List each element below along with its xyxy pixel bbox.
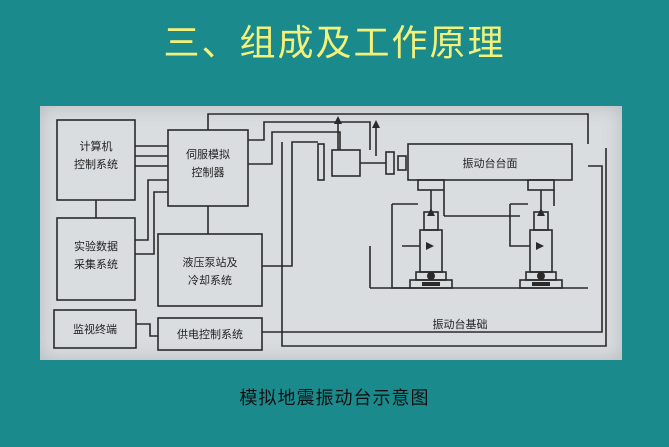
daq-label-1: 实验数据 xyxy=(74,239,118,253)
servo-label-1: 伺服模拟 xyxy=(186,147,230,161)
pump-label-1: 液压泵站及 xyxy=(183,255,238,269)
power-box xyxy=(157,317,263,351)
diagram-caption: 模拟地震振动台示意图 xyxy=(239,388,430,409)
slide-title: 三、组成及工作原理 xyxy=(163,23,506,64)
pump-label-2: 冷却系统 xyxy=(188,274,232,287)
table-top-platform xyxy=(407,143,573,181)
servo-label-2: 控制器 xyxy=(192,165,225,179)
foundation-label: 振动台基础 xyxy=(433,317,488,331)
diagram-svg: 计算机 控制系统 伺服模拟 控制器 实验数据 采集系统 液压泵站及 冷却系统 监… xyxy=(53,113,607,351)
shake-table-diagram: 计算机 控制系统 伺服模拟 控制器 实验数据 采集系统 液压泵站及 冷却系统 监… xyxy=(40,106,622,360)
daq-label-2: 采集系统 xyxy=(74,257,118,271)
computer-label-2: 控制系统 xyxy=(74,157,118,171)
pump-box xyxy=(157,233,263,307)
power-label: 供电控制系统 xyxy=(177,327,243,341)
table-top-label: 振动台台面 xyxy=(463,156,518,170)
monitor-label: 监视终端 xyxy=(73,322,117,336)
computer-label-1: 计算机 xyxy=(80,139,113,153)
monitor-box xyxy=(53,309,137,349)
